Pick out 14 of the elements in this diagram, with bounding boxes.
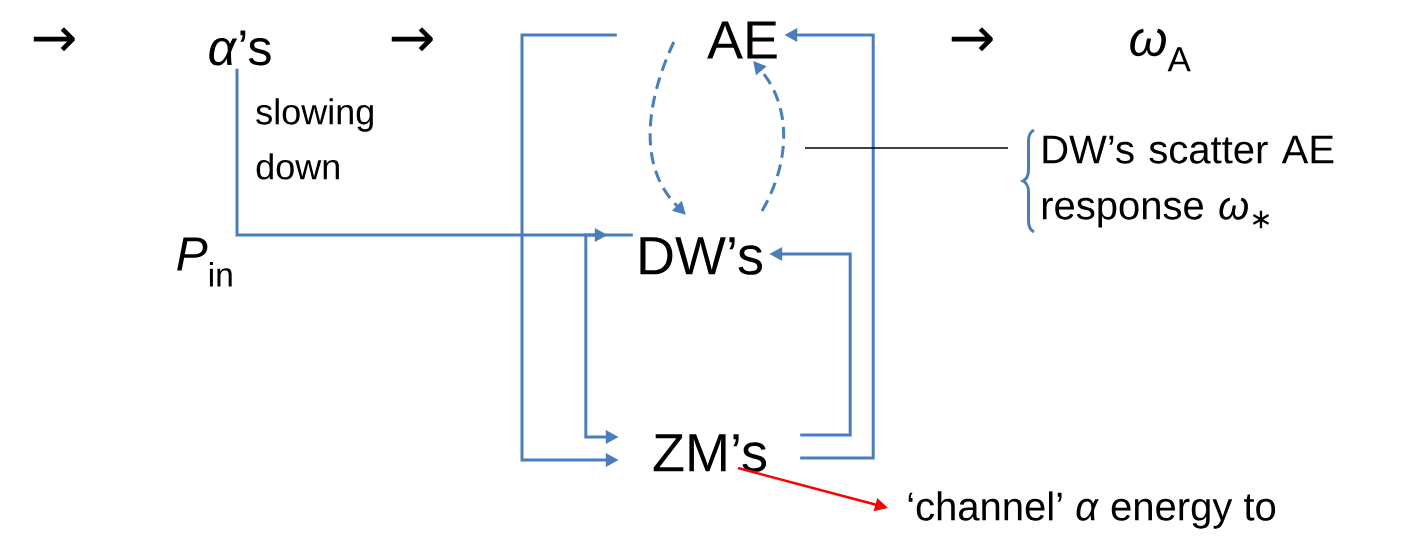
text-label: P$_{in}$ (177, 237, 232, 287)
dashed-arrow (648, 41, 686, 215)
arrow-symbol: → (33, 27, 75, 52)
text-label: α’s (209, 30, 271, 66)
text-label: DW’s (640, 237, 763, 275)
edge-label: slowing down (256, 98, 373, 180)
text-label: AE (707, 21, 777, 59)
text-label: ‘channel’ α energy to (908, 491, 1276, 529)
leader-line (804, 147, 1009, 149)
arrow-symbol: → (951, 27, 993, 52)
text-label: ZM’s (653, 434, 767, 472)
arrow-symbol: → (391, 27, 433, 52)
text-label: DW’s scatter AE response ω$_{∗}$ (1042, 135, 1334, 229)
text-label: ω$_{A}$ (1130, 28, 1191, 72)
